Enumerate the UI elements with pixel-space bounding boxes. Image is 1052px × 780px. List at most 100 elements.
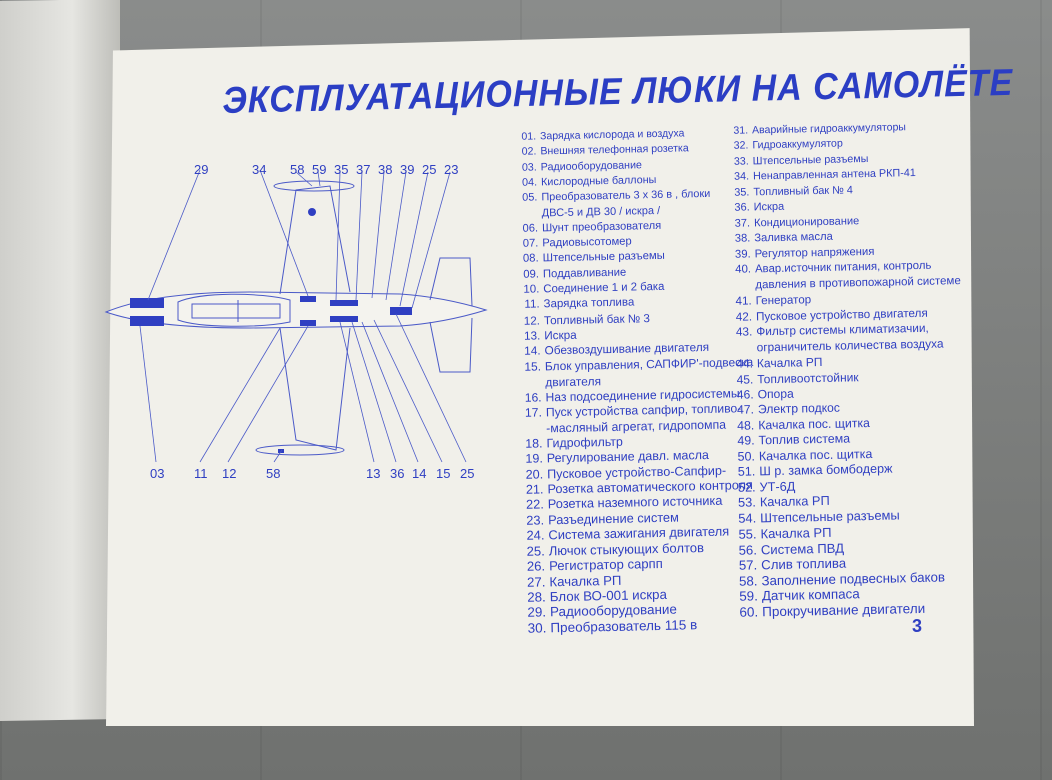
list-item: 47.Электр подкос bbox=[730, 401, 841, 418]
item-text: Гидроаккумулятор bbox=[752, 137, 843, 152]
list-item: 49.Топлив система bbox=[730, 431, 851, 448]
list-item: 26.Регистратор сарпп bbox=[521, 556, 663, 575]
item-number: 60. bbox=[739, 603, 759, 620]
item-number: 59. bbox=[739, 588, 759, 604]
item-number: 47. bbox=[736, 402, 755, 418]
item-number: 46. bbox=[736, 387, 754, 402]
list-item: 52.УТ-6Д bbox=[731, 479, 796, 495]
item-text: Топлив система bbox=[758, 431, 851, 448]
item-number: 18. bbox=[525, 436, 543, 451]
list-item: 45.Топливоотстойник bbox=[729, 369, 859, 387]
item-number: 14. bbox=[524, 343, 541, 359]
item-text: Кондиционирование bbox=[753, 215, 860, 230]
item-number: 13. bbox=[523, 329, 541, 343]
item-number: 56. bbox=[738, 542, 758, 558]
list-item: 41.Генератор bbox=[728, 293, 811, 308]
item-text: Слив топлива bbox=[761, 555, 847, 573]
item-text: Кислородные баллоны bbox=[540, 173, 657, 189]
list-item: 46.Опора bbox=[730, 387, 794, 402]
item-number: 34. bbox=[733, 170, 750, 184]
item-number: 43. bbox=[735, 324, 753, 339]
callout-label: 59 bbox=[312, 162, 326, 177]
list-item: двигателя bbox=[517, 374, 602, 390]
item-number: 26. bbox=[526, 558, 546, 575]
callout-label: 38 bbox=[378, 162, 392, 177]
item-number: 16. bbox=[524, 390, 542, 405]
item-number: 25. bbox=[526, 543, 545, 559]
list-item: 55.Качалка РП bbox=[732, 525, 832, 542]
item-text: Топливный бак № 4 bbox=[753, 184, 854, 199]
item-text: Топливоотстойник bbox=[757, 369, 859, 386]
callout-label: 15 bbox=[436, 466, 450, 481]
item-number: 06. bbox=[522, 222, 539, 235]
item-number: 24. bbox=[526, 527, 545, 543]
item-text: Качалка РП bbox=[760, 525, 832, 542]
item-number: 53. bbox=[737, 494, 757, 511]
list-item: 44.Качалка РП bbox=[729, 355, 822, 371]
callout-label: 03 bbox=[150, 466, 164, 481]
item-number bbox=[514, 216, 538, 217]
item-text: Качалка пос. щитка bbox=[758, 446, 873, 464]
callout-label: 25 bbox=[460, 466, 474, 481]
item-text: Поддавливание bbox=[542, 266, 627, 281]
item-number: 35. bbox=[734, 186, 750, 199]
item-number: 11. bbox=[524, 298, 540, 312]
callout-label: 25 bbox=[422, 162, 436, 177]
item-text: Шунт преобразователя bbox=[541, 219, 662, 235]
callout-label: 58 bbox=[290, 162, 304, 177]
aircraft-diagram: 29 34 58 59 35 37 38 39 25 23 03 11 12 5… bbox=[104, 162, 488, 481]
item-number: 57. bbox=[738, 557, 758, 573]
item-text: ДВС-5 и ДВ 30 / искра / bbox=[541, 204, 661, 219]
item-text: Качалка РП bbox=[549, 572, 622, 590]
item-number: 29. bbox=[527, 604, 547, 621]
item-number: 44. bbox=[736, 356, 754, 371]
list-item: 57.Слив топлива bbox=[733, 555, 847, 573]
item-text: Штепсельные разъемы bbox=[752, 152, 869, 168]
item-text: Соединение 1 и 2 бака bbox=[543, 280, 665, 296]
item-text: двигателя bbox=[545, 374, 602, 390]
item-number: 31. bbox=[733, 124, 749, 137]
list-item: 03.Радиооборудование bbox=[513, 158, 643, 174]
callout-label: 58 bbox=[266, 466, 280, 481]
item-text: Регулятор напряжения bbox=[754, 245, 875, 261]
item-number: 39. bbox=[734, 248, 751, 261]
item-number: 28. bbox=[527, 589, 546, 605]
callout-label: 39 bbox=[400, 162, 414, 177]
item-number: 10. bbox=[523, 283, 540, 296]
item-number: 23. bbox=[526, 511, 545, 528]
item-text: Искра bbox=[544, 328, 577, 343]
item-text: Заливка масла bbox=[754, 231, 833, 245]
item-text: Регистратор сарпп bbox=[548, 556, 663, 574]
callout-label: 11 bbox=[194, 466, 208, 481]
item-text: Радиооборудование bbox=[540, 158, 643, 173]
item-number: 58. bbox=[738, 572, 758, 589]
item-number: 27. bbox=[526, 574, 546, 590]
callout-label: 12 bbox=[222, 466, 236, 481]
item-number: 33. bbox=[733, 155, 749, 168]
item-text: Ш р. замка бомбодерж bbox=[759, 461, 893, 479]
callout-label: 37 bbox=[356, 162, 370, 177]
list-item: 09.Поддавливание bbox=[515, 266, 627, 281]
item-number bbox=[729, 351, 753, 352]
item-number: 17. bbox=[524, 405, 543, 421]
list-item: 27.Качалка РП bbox=[521, 572, 622, 590]
callout-label: 36 bbox=[390, 466, 404, 481]
item-number: 38. bbox=[734, 232, 751, 246]
callout-label: 13 bbox=[366, 466, 380, 481]
item-number: 04. bbox=[521, 176, 538, 189]
list-item: 36.Искра bbox=[726, 201, 784, 214]
callout-label: 35 bbox=[334, 162, 348, 177]
item-number: 08. bbox=[522, 252, 539, 266]
list-item: 13.Искра bbox=[516, 328, 577, 343]
callout-label: 34 bbox=[252, 162, 266, 177]
item-number: 21. bbox=[525, 482, 544, 497]
item-number: 48. bbox=[737, 418, 755, 433]
item-number: 07. bbox=[522, 237, 539, 250]
item-number: 22. bbox=[525, 496, 544, 513]
list-item: 56.Система ПВД bbox=[733, 540, 845, 558]
item-text: Преобразователь 115 в bbox=[550, 616, 698, 635]
item-number: 52. bbox=[737, 480, 756, 495]
callout-label: 29 bbox=[194, 162, 208, 177]
item-text: Электр подкос bbox=[757, 401, 841, 417]
list-item: 25.Лючок стыкующих болтов bbox=[521, 540, 705, 559]
